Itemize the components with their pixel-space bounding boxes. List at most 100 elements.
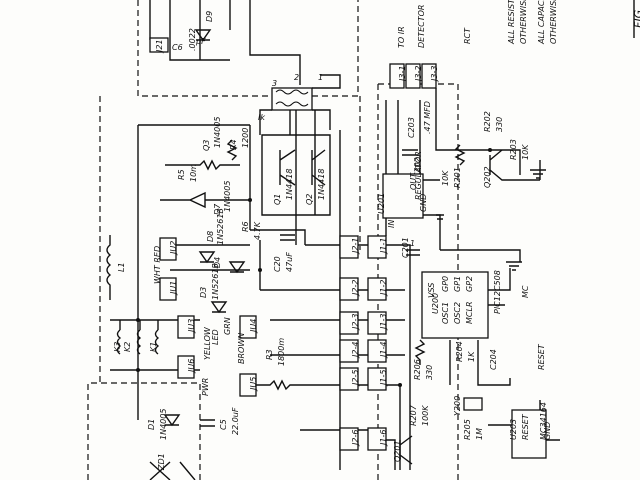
junction-dot xyxy=(258,268,262,272)
label-d8: D8 xyxy=(206,231,215,242)
junction-dot xyxy=(248,198,252,202)
label-r4: R4 xyxy=(229,139,238,150)
label-d7-val: 1N4005 xyxy=(223,181,232,212)
inductor-l1 xyxy=(106,235,112,300)
label-c202: C202 xyxy=(413,157,422,178)
resistor-r4 xyxy=(226,139,238,161)
connector-ju4 xyxy=(239,315,257,339)
bus-between-j xyxy=(358,244,368,431)
label-c6: C6 xyxy=(172,43,183,52)
label-ju5: JU5 xyxy=(249,377,258,392)
label-j3-2: J3-2 xyxy=(414,66,423,83)
label-reg-name: REGULATOR xyxy=(414,151,423,200)
label-j1-4: J1-4 xyxy=(379,342,388,359)
label-mc34164: MC34164 xyxy=(539,402,548,440)
label-j2-1: J2-1 xyxy=(351,238,360,255)
label-q1: Q1 xyxy=(273,194,282,205)
upper-dashed-enclosure xyxy=(137,0,359,97)
diode-d3 xyxy=(210,301,228,314)
cap-c20 xyxy=(280,234,295,241)
label-u201: U201 xyxy=(377,193,386,214)
q1-q2-frame xyxy=(261,134,331,216)
label-c203-val: .47 MFD xyxy=(423,101,432,134)
label-c201-val: 1 xyxy=(410,239,415,248)
label-y200: Y200 xyxy=(453,396,462,416)
label-k1: K1 xyxy=(149,342,158,352)
connector-j1-6 xyxy=(367,427,387,451)
label-u203-gnd: GND xyxy=(543,422,552,440)
label-reg-out: OUT xyxy=(409,172,418,190)
rail-top-right xyxy=(435,88,541,180)
connector-j1-5 xyxy=(367,367,387,391)
label-ju3: JU3 xyxy=(187,319,196,334)
label-ir-detector: DETECTOR xyxy=(417,5,426,48)
label-wht-red: WHT RED xyxy=(153,246,162,284)
j2-connector-group: J2-1 J2-2 J2-3 J2-4 J2-5 J2-6 xyxy=(339,235,360,451)
label-ju2: JU2 xyxy=(169,241,178,256)
reset-ic-u203 xyxy=(511,409,547,459)
label-c203: C203 xyxy=(407,117,416,138)
label-l1: L1 xyxy=(117,262,126,272)
rct-dashed-enclosure xyxy=(378,83,459,480)
label-q1-val: 1N4418 xyxy=(285,169,294,200)
label-r204-val: 1K xyxy=(467,351,476,362)
label-u200-gp0: GP0 xyxy=(441,276,450,292)
label-c5: C5 xyxy=(219,419,228,430)
crystal-y200 xyxy=(463,397,483,411)
rc-wiring xyxy=(449,340,511,386)
label-r4-val: 1200 xyxy=(241,128,250,148)
regulator-u201 xyxy=(382,173,424,219)
resistor-r5 xyxy=(165,159,240,171)
label-r202-val: 330 xyxy=(495,117,504,132)
label-r207: R207 xyxy=(409,404,418,426)
junction-dot xyxy=(488,148,492,152)
diode-d7 xyxy=(160,191,250,209)
label-r6-val: 4.7K xyxy=(253,221,262,240)
label-c201: C201 xyxy=(401,237,410,258)
label-ju1: JU1 xyxy=(169,281,178,296)
connector-j3-2 xyxy=(405,63,421,89)
junction-dot xyxy=(136,318,140,322)
label-tx1: 1 xyxy=(318,73,323,82)
transformer-core xyxy=(271,87,313,111)
label-q3: Q3 xyxy=(202,140,211,151)
label-brown: BROWN xyxy=(237,333,246,364)
connector-j2-4 xyxy=(339,339,359,363)
relay-wiring xyxy=(110,319,200,371)
transistor-q2 xyxy=(311,149,326,186)
label-reg-gnd: GND xyxy=(419,194,428,212)
label-pic: PIC12C508 xyxy=(493,270,502,314)
label-pwr: PWR xyxy=(201,378,210,396)
cap-c203 xyxy=(402,149,418,156)
connector-j1-2 xyxy=(367,277,387,301)
j1-connector-group: J1-1 J1-2 J1-3 J1-4 J1-5 J1-6 xyxy=(367,235,388,451)
label-c20-val: 47uF xyxy=(285,252,294,272)
label-ik: Ik xyxy=(258,113,265,122)
label-j2-2: J2-2 xyxy=(351,280,360,297)
diode-d1 xyxy=(163,414,181,427)
label-j3-3: J3-3 xyxy=(430,66,439,83)
note-otherwise-2: OTHERWISE INDIC xyxy=(549,0,558,44)
label-u200-vss: VSS xyxy=(427,283,436,298)
label-tx3: 3 xyxy=(272,79,277,88)
label-u200-osc1: OSC1 xyxy=(441,302,450,324)
ground-symbol-2 xyxy=(506,261,522,271)
label-mc: MC xyxy=(521,285,530,298)
label-u200-osc2: OSC2 xyxy=(453,302,462,324)
label-c6-unit: pF xyxy=(195,37,206,46)
label-r3-val: 1800m xyxy=(277,338,286,366)
label-r201-val: 10K xyxy=(441,170,450,186)
figure-label: FIG xyxy=(632,10,640,28)
label-q202: Q202 xyxy=(483,166,492,188)
diode-d8 xyxy=(198,251,216,264)
connector-j2-1 xyxy=(339,235,359,259)
label-r205-val: 1M xyxy=(475,428,484,440)
connector-j3-3 xyxy=(421,63,437,89)
label-ju4: JU4 xyxy=(249,319,258,334)
label-k3: K3 xyxy=(113,342,122,352)
label-tx2: 2 xyxy=(294,73,299,82)
label-j1-3: J1-3 xyxy=(379,314,388,331)
bridge-rectifier xyxy=(149,461,196,480)
note-otherwise-1: OTHERWISE INDIC xyxy=(519,0,528,44)
